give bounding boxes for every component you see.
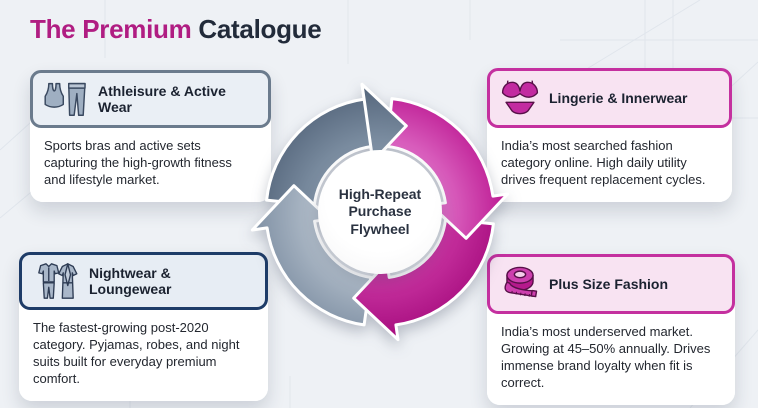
flywheel-svg [250, 82, 510, 342]
card-athleisure: Athleisure & Active Wear Sports bras and… [30, 70, 271, 202]
page-title-accent: The Premium [30, 14, 192, 44]
flywheel-arrow-bottom-magenta [352, 217, 495, 342]
flywheel-center: High-Repeat Purchase Flywheel [318, 150, 442, 274]
flywheel-arrow-right-magenta [385, 97, 510, 240]
nightwear-icon [32, 262, 80, 300]
card-body: Sports bras and active sets capturing th… [30, 128, 271, 202]
measuring-tape-icon [500, 264, 540, 304]
page-title-rest: Catalogue [198, 14, 322, 44]
card-lingerie: Lingerie & Innerwear India’s most search… [487, 68, 732, 202]
card-nightwear: Nightwear & Loungewear The fastest-growi… [19, 252, 268, 401]
card-title: Athleisure & Active Wear [98, 83, 226, 115]
flywheel-arrowhead-top-gray [360, 82, 408, 163]
card-title: Nightwear & Loungewear [89, 265, 172, 297]
card-title: Plus Size Fashion [549, 276, 669, 292]
athleisure-icon [43, 80, 89, 118]
lingerie-icon [500, 78, 540, 118]
card-plus-size: Plus Size Fashion India’s most underserv… [487, 254, 735, 405]
flywheel-arrow-left-gray [250, 184, 373, 327]
card-body: The fastest-growing post-2020 category. … [19, 310, 268, 401]
card-title: Lingerie & Innerwear [549, 90, 688, 106]
card-lingerie-header: Lingerie & Innerwear [487, 68, 732, 128]
card-plus-size-header: Plus Size Fashion [487, 254, 735, 314]
flywheel-center-label: High-Repeat Purchase Flywheel [338, 186, 422, 237]
card-nightwear-header: Nightwear & Loungewear [19, 252, 268, 310]
card-body: India’s most underserved market. Growing… [487, 314, 735, 405]
card-athleisure-header: Athleisure & Active Wear [30, 70, 271, 128]
card-body: India’s most searched fashion category o… [487, 128, 732, 202]
